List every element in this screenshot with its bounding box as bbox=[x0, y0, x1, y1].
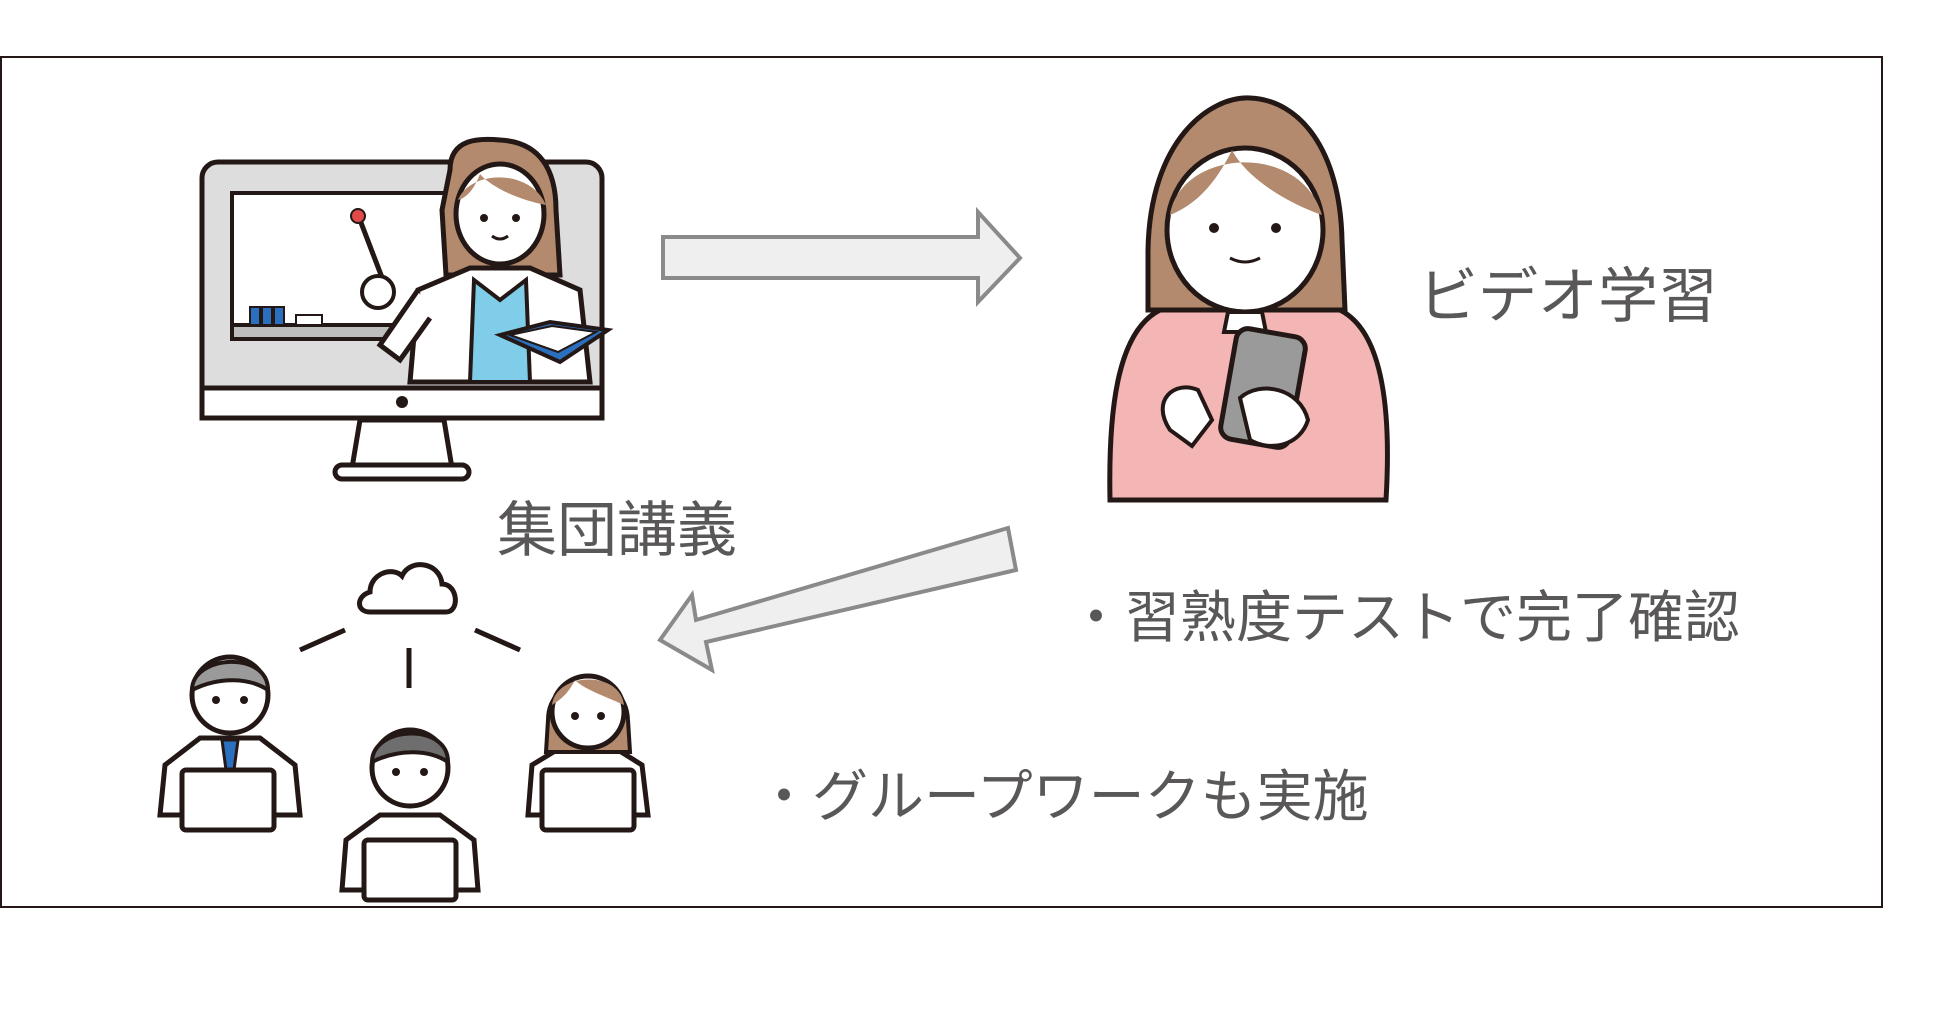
group-work-illustration bbox=[160, 565, 648, 900]
woman-phone-illustration bbox=[1110, 98, 1388, 500]
group-work-bullet: ・グループワークも実施 bbox=[756, 752, 1369, 833]
group-lecture-label: 集団講義 bbox=[497, 482, 737, 569]
video-learning-label: ビデオ学習 bbox=[1418, 248, 1718, 335]
arrow-right bbox=[663, 212, 1020, 302]
monitor-teacher-illustration bbox=[202, 139, 608, 479]
mastery-test-bullet: ・習熟度テストで完了確認 bbox=[1068, 573, 1740, 654]
